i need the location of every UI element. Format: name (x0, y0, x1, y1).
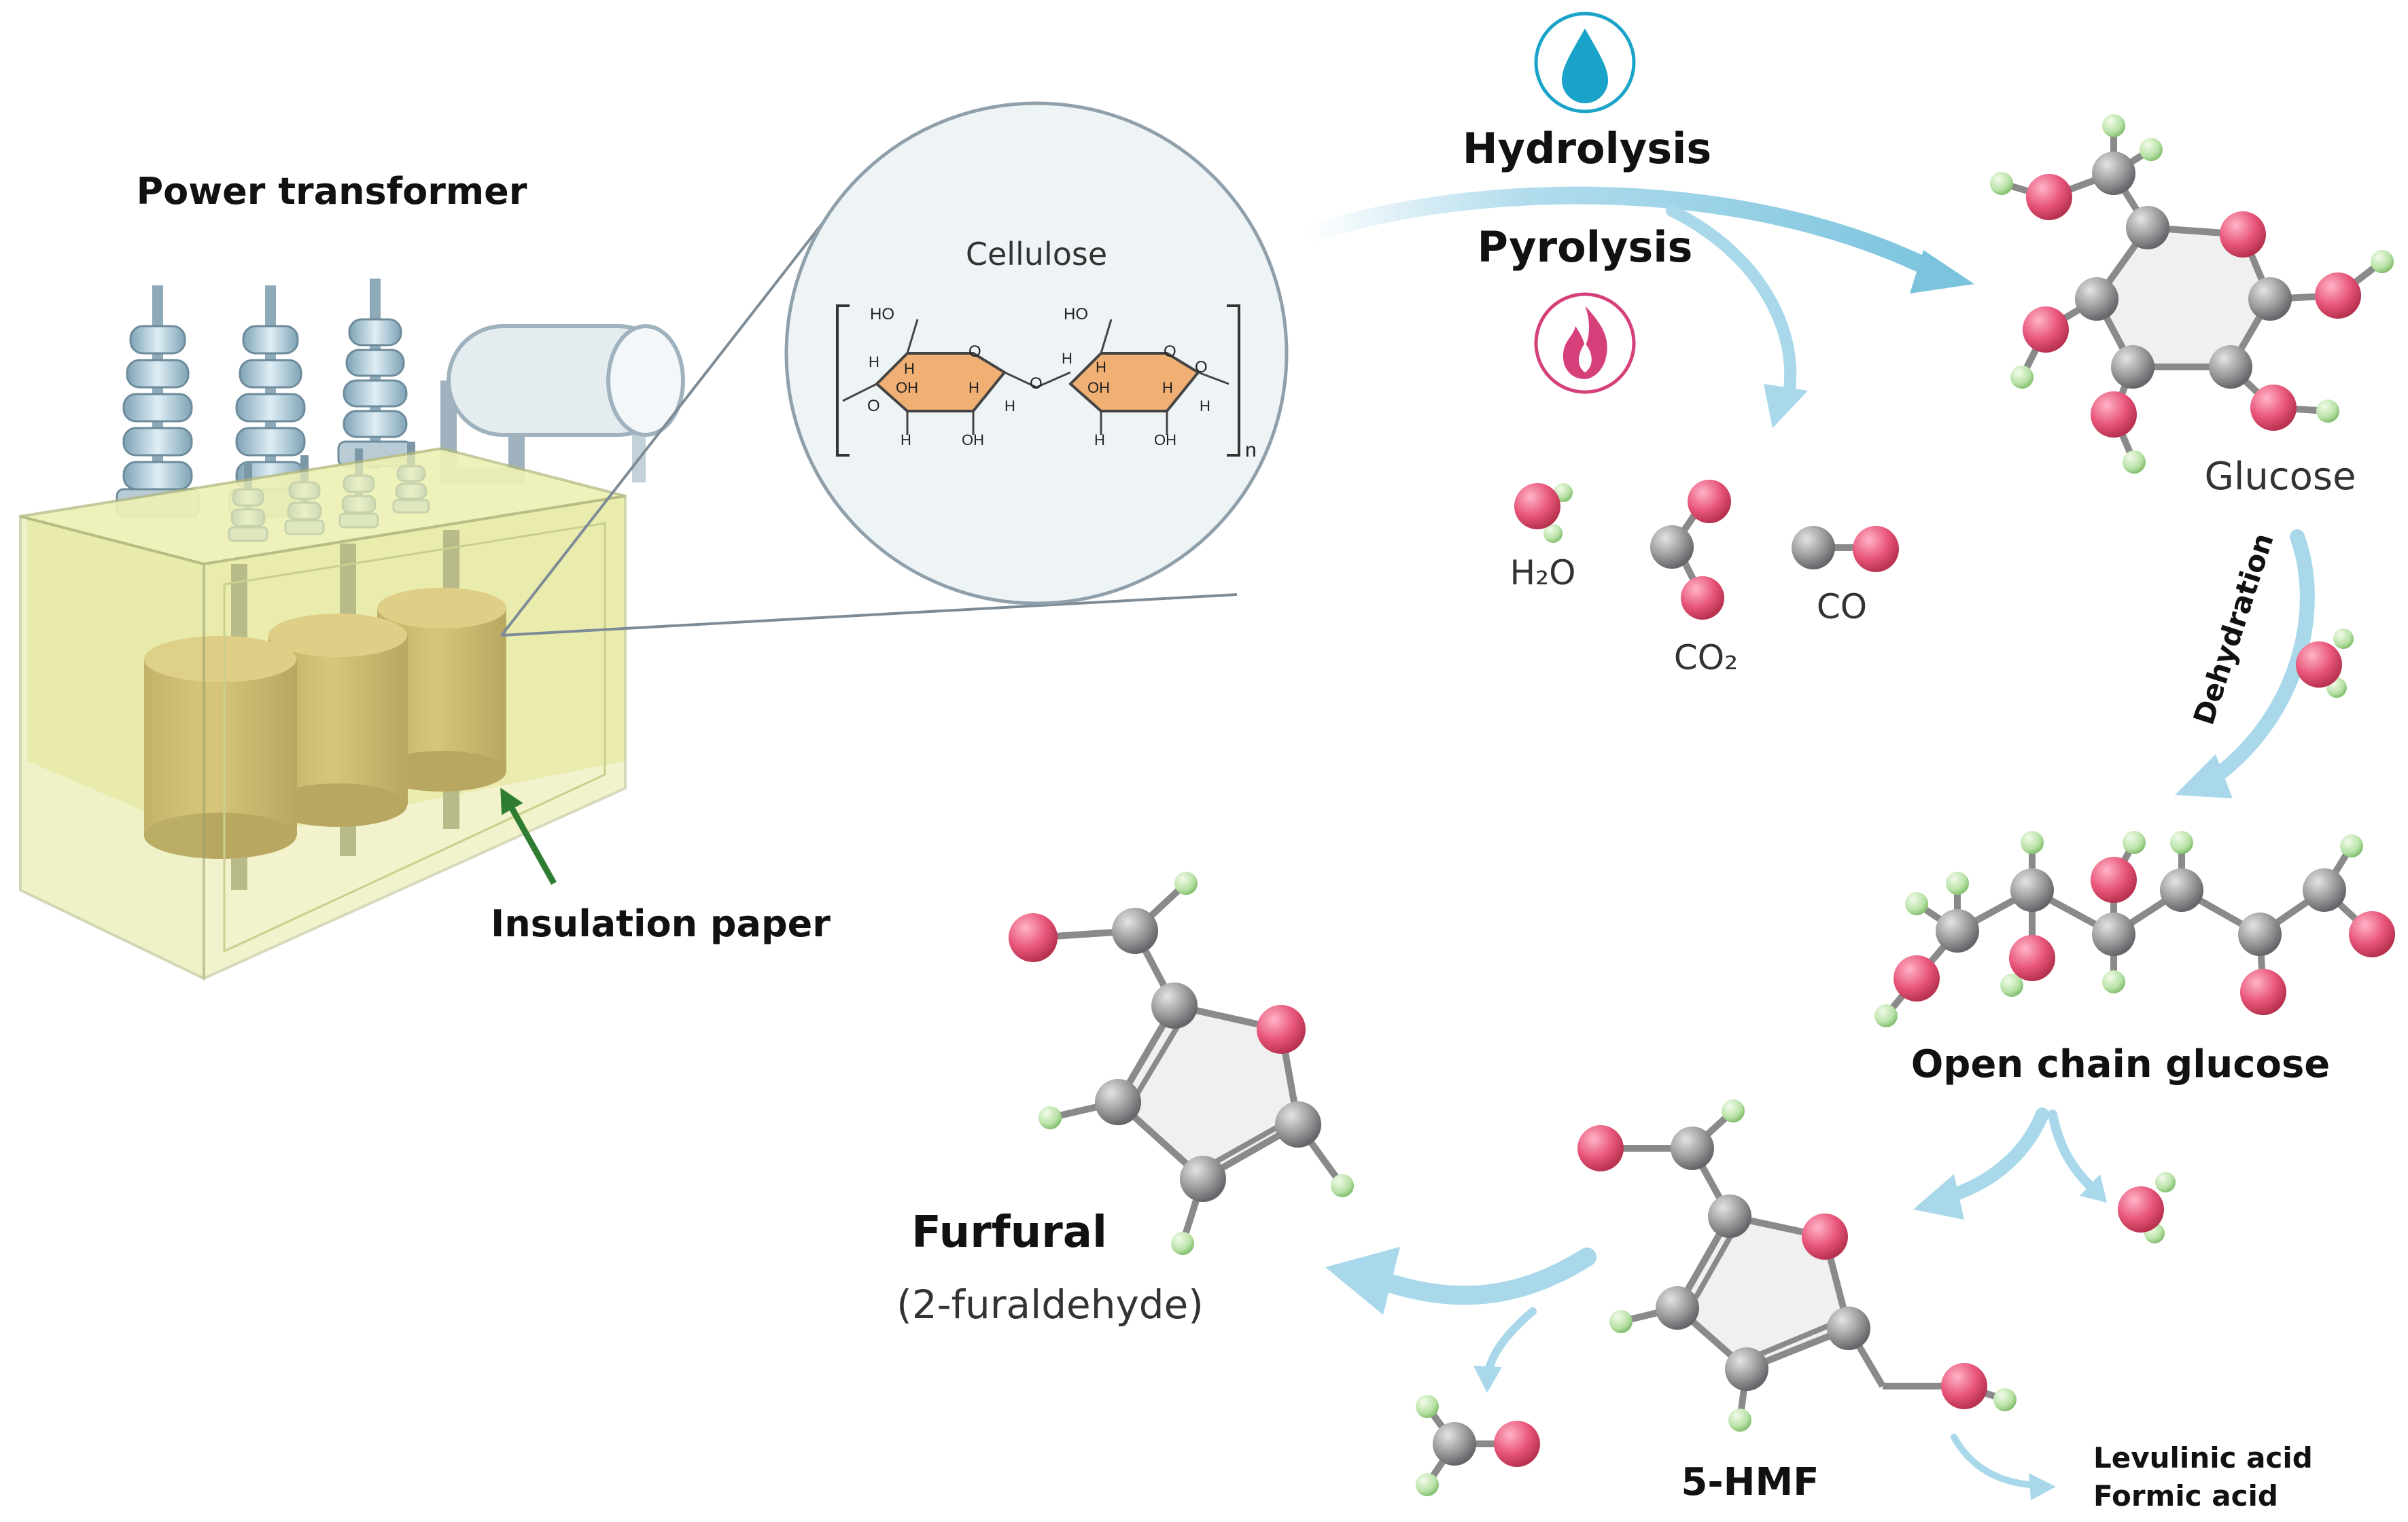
h2o-label: H₂O (1510, 553, 1576, 592)
cellulose-h-5: H (901, 431, 911, 448)
zoom-callout-lines (500, 196, 1238, 637)
open-chain-to-hmf-arrow (1944, 1108, 2049, 1203)
cellulose-h-1: H (869, 353, 879, 370)
hydrolysis-arrow (1299, 186, 1946, 281)
furfural-label: Furfural (911, 1207, 1107, 1258)
transformer-tank (19, 446, 627, 981)
hmf-molecule (1577, 1099, 2017, 1432)
co-molecule (1792, 526, 1899, 572)
open-chain-dehydration-arrow (2048, 1110, 2095, 1190)
hmf-to-furfural-arrow (1384, 1247, 1596, 1305)
water-byproduct-molecule-2 (2118, 1172, 2176, 1243)
formic-acid-label: Formic acid (2093, 1479, 2278, 1512)
cellulose-oh-2: OH (962, 431, 984, 448)
glucose-molecule (1990, 114, 2394, 474)
cellulose-end-o-left: O (867, 397, 880, 415)
cellulose-oh-3: OH (1087, 379, 1110, 396)
cellulose-glycosidic-o: O (1030, 374, 1043, 393)
cellulose-magnified-view: Cellulose n HO HO O O O O O H H H H H H … (784, 101, 1289, 605)
co2-label: CO₂ (1674, 638, 1738, 677)
cellulose-ring-o-1: O (969, 342, 981, 361)
cellulose-label: Cellulose (966, 236, 1107, 272)
cellulose-oh-4: OH (1154, 431, 1176, 448)
insulation-paper-pointer-arrow (500, 787, 557, 885)
hmf-to-acids-arrow (1951, 1434, 2032, 1488)
cellulose-ring-o-2: O (1164, 342, 1176, 361)
open-chain-glucose-molecule (1874, 831, 2395, 1027)
co2-molecule (1650, 480, 1731, 620)
formaldehyde-molecule (1416, 1395, 1540, 1496)
levulinic-acid-label: Levulinic acid (2093, 1441, 2313, 1474)
co-label: CO (1817, 587, 1867, 626)
cellulose-h-10: H (1094, 431, 1105, 448)
cellulose-h-9: H (1200, 397, 1210, 414)
furfural-molecule (1009, 872, 1354, 1255)
cellulose-h-7: H (1096, 359, 1106, 376)
conservator-tank (440, 324, 685, 484)
pyrolysis-label: Pyrolysis (1478, 222, 1693, 272)
dehydration-label: Dehydration (2187, 529, 2280, 729)
bushing-high-voltage-1 (116, 285, 200, 518)
water-byproduct-molecule-1 (2296, 629, 2354, 698)
cellulose-h-8: H (1162, 379, 1173, 396)
hmf-label: 5-HMF (1681, 1460, 1819, 1504)
pyrolysis-arrow (1666, 205, 1797, 407)
bushing-high-voltage-3 (337, 279, 413, 469)
cellulose-ho-2: HO (1064, 305, 1088, 323)
power-transformer-illustration (19, 279, 685, 981)
power-transformer-label: Power transformer (137, 170, 527, 213)
furfural-subtitle: (2-furaldehyde) (896, 1281, 1204, 1328)
cellulose-h-4: H (1005, 397, 1015, 414)
hydrolysis-label: Hydrolysis (1463, 124, 1712, 173)
cellulose-end-o-right: O (1195, 358, 1208, 376)
flame-icon (1534, 292, 1636, 394)
cellulose-repeat-n: n (1245, 439, 1257, 461)
hmf-to-formaldehyde-arrow (1484, 1307, 1537, 1377)
cellulose-h-2: H (904, 360, 915, 377)
cellulose-oh-1: OH (896, 379, 918, 396)
water-drop-icon (1534, 12, 1636, 113)
cellulose-ho-1: HO (870, 305, 894, 323)
cellulose-h-6: H (1062, 350, 1072, 367)
cellulose-h-3: H (969, 379, 979, 396)
open-chain-glucose-label: Open chain glucose (1911, 1042, 2331, 1086)
insulation-paper-label: Insulation paper (491, 902, 831, 945)
h2o-molecule (1514, 483, 1573, 543)
glucose-label: Glucose (2204, 455, 2356, 499)
